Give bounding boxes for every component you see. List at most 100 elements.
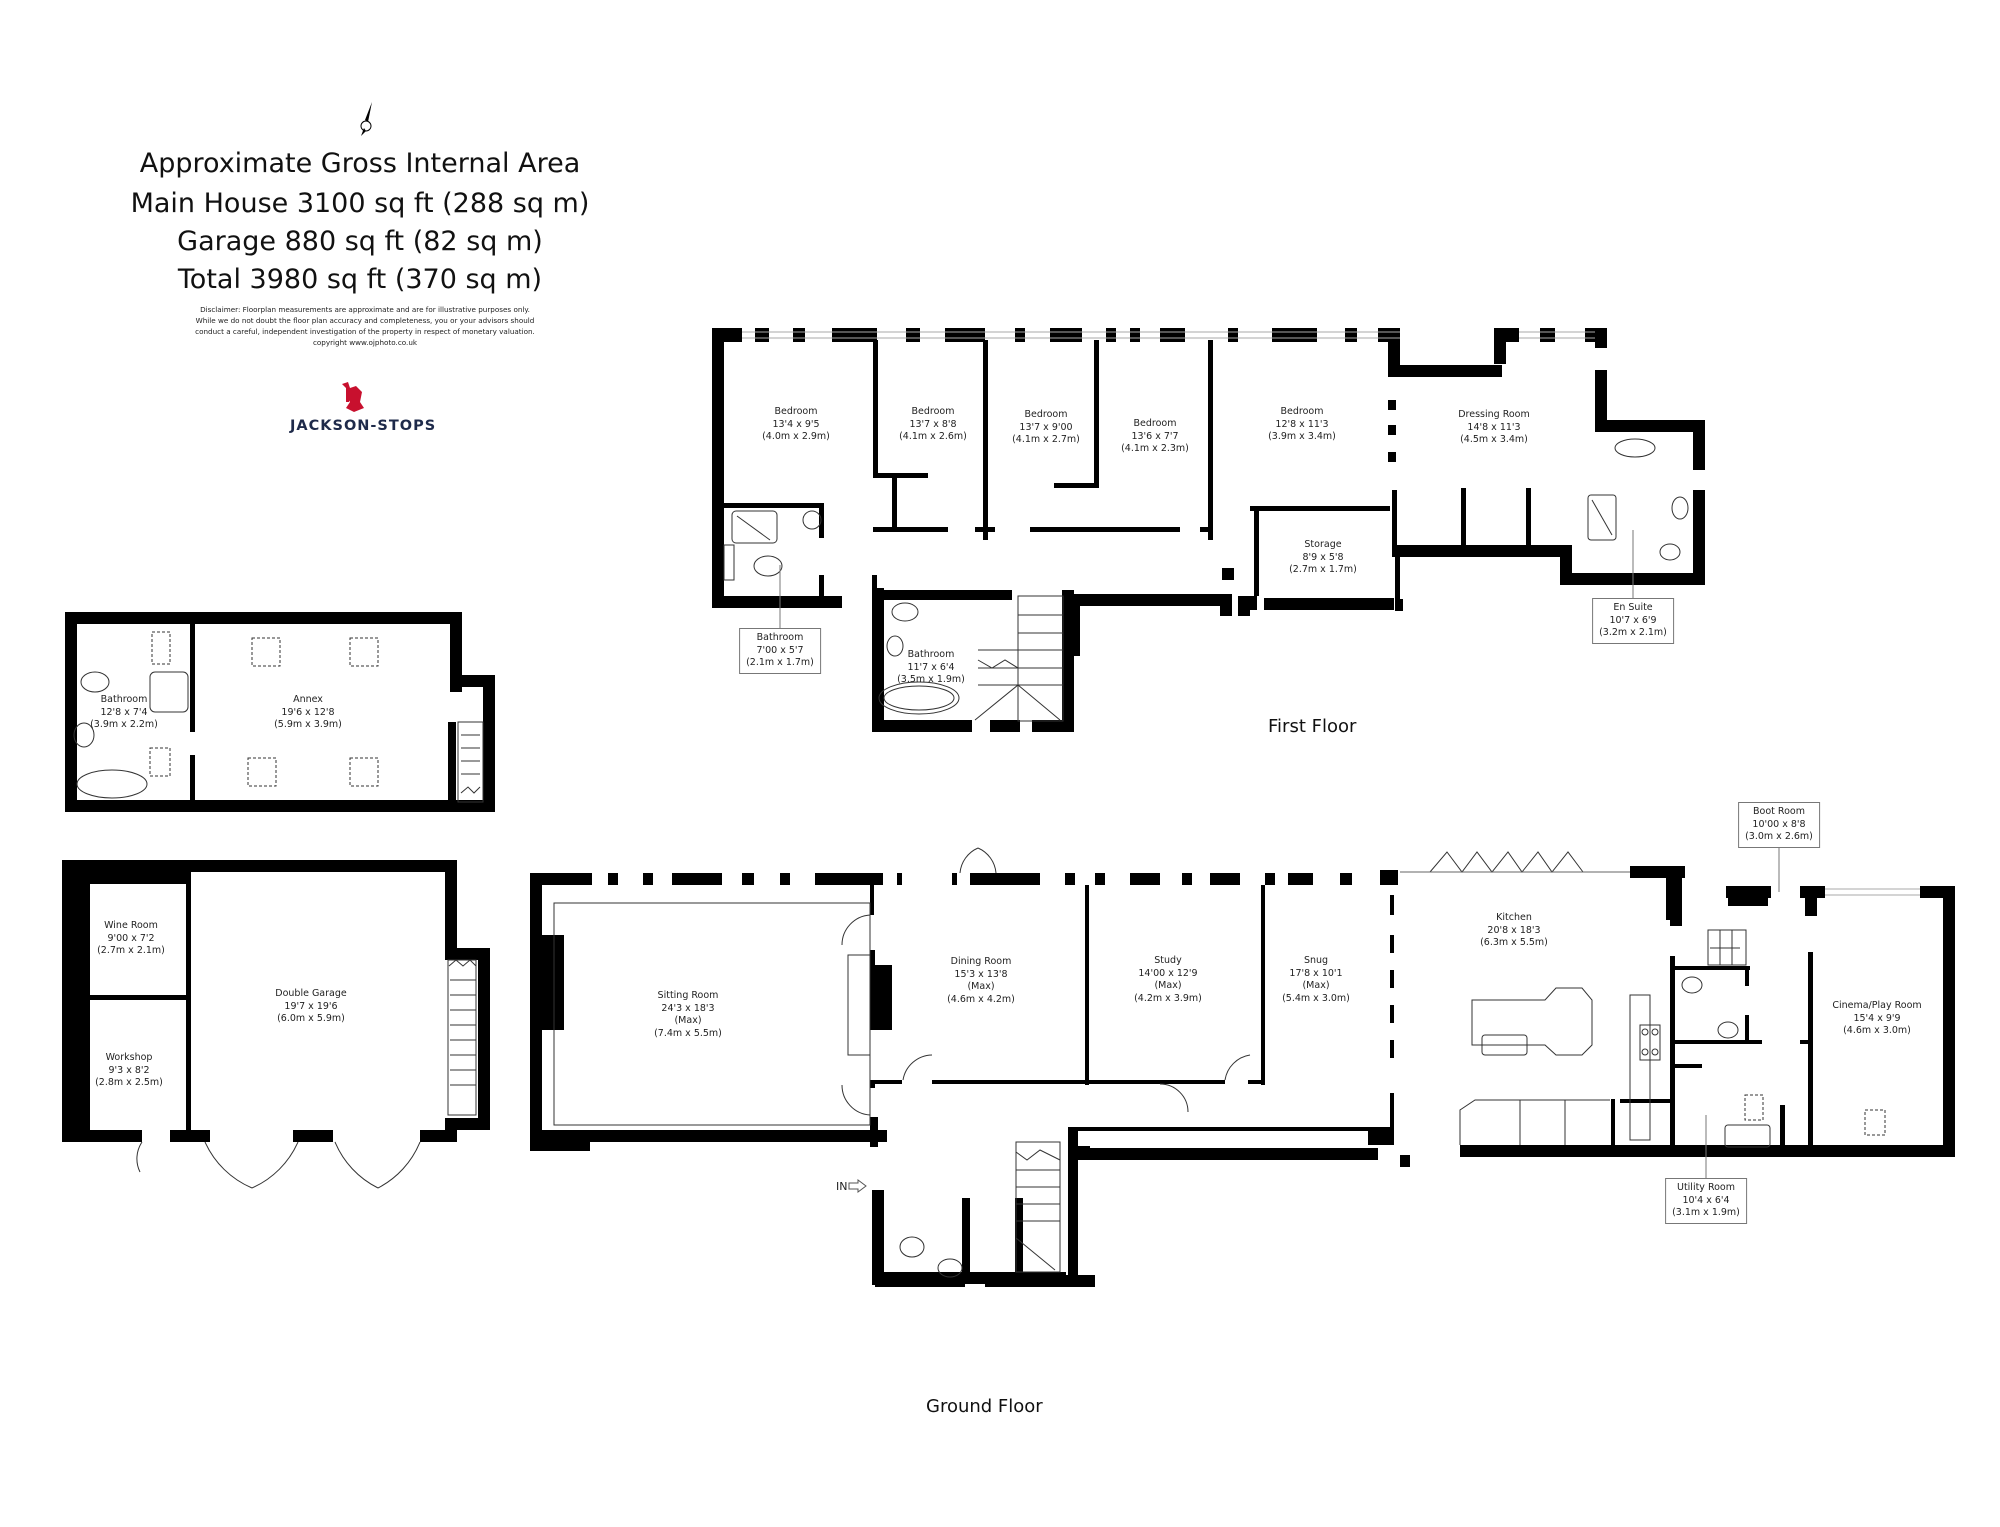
room-label-double-garage: Double Garage 19'7 x 19'6 (6.0m x 5.9m) [275, 988, 346, 1026]
room-dimensions-imperial: 14'8 x 11'3 [1467, 421, 1521, 433]
callout-bathroom: Bathroom 7'00 x 5'7 (2.1m x 1.7m) [739, 628, 821, 674]
room-name: Kitchen [1496, 912, 1532, 923]
room-dimensions-metric: (3.9m x 3.4m) [1268, 431, 1336, 442]
first-floor-title: First Floor [1268, 716, 1357, 737]
room-label-bedroom-3: Bedroom 13'7 x 9'00 (4.1m x 2.7m) [1012, 409, 1080, 447]
room-dimensions-imperial: 13'4 x 9'5 [772, 418, 820, 430]
area-garage: Garage 880 sq ft (82 sq m) [177, 226, 543, 257]
room-name: Sitting Room [657, 990, 719, 1001]
room-dimensions-metric: (4.5m x 3.4m) [1460, 434, 1528, 445]
room-dimensions-metric: (4.1m x 2.7m) [1012, 434, 1080, 445]
room-label-bedroom-2: Bedroom 13'7 x 8'8 (4.1m x 2.6m) [899, 406, 967, 444]
disclaimer-line: conduct a careful, independent investiga… [195, 327, 535, 336]
disclaimer-line: While we do not doubt the floor plan acc… [195, 316, 535, 325]
room-dimensions-imperial: 14'00 x 12'9 [1138, 967, 1198, 979]
room-label-dressing-room: Dressing Room 14'8 x 11'3 (4.5m x 3.4m) [1458, 409, 1530, 447]
room-dimensions-imperial: 10'00 x 8'8 [1752, 818, 1806, 830]
room-name: Bathroom [100, 694, 148, 705]
room-dimensions-imperial: 12'8 x 11'3 [1275, 418, 1329, 430]
room-dimensions-metric: (2.7m x 1.7m) [1289, 564, 1357, 575]
room-dimensions-metric: (2.7m x 2.1m) [97, 945, 165, 956]
room-dimensions-metric: (3.2m x 2.1m) [1599, 627, 1667, 638]
room-dimensions-imperial: 11'7 x 6'4 [907, 661, 955, 673]
room-name: Snug [1303, 955, 1329, 966]
room-name: Utility Room [1676, 1182, 1736, 1193]
room-dimensions-metric: (4.6m x 4.2m) [947, 993, 1015, 1005]
room-dimensions-metric: (6.3m x 5.5m) [1480, 937, 1548, 948]
room-name: Cinema/Play Room [1832, 1000, 1922, 1011]
disclaimer-line: Disclaimer: Floorplan measurements are a… [200, 305, 530, 314]
room-name: Wine Room [104, 920, 158, 931]
room-name: Bedroom [911, 406, 955, 417]
disclaimer: Disclaimer: Floorplan measurements are a… [160, 304, 570, 348]
room-dimensions-imperial: 13'6 x 7'7 [1131, 430, 1179, 442]
copyright-line: copyright www.ojphoto.co.uk [312, 338, 418, 347]
room-dimensions-metric: (4.2m x 3.9m) [1134, 992, 1202, 1004]
room-label-bedroom-5: Bedroom 12'8 x 11'3 (3.9m x 3.4m) [1268, 406, 1336, 444]
room-dimensions-imperial: 15'3 x 13'8 [954, 968, 1008, 980]
room-name: Bedroom [1024, 409, 1068, 420]
room-dimensions-metric: (4.1m x 2.6m) [899, 431, 967, 442]
room-dimensions-metric: (4.1m x 2.3m) [1121, 443, 1189, 454]
room-label-sitting-room: Sitting Room 24'3 x 18'3 (Max) (7.4m x 5… [654, 990, 722, 1040]
room-name: Bedroom [774, 406, 818, 417]
room-label-bathroom-first: Bathroom 11'7 x 6'4 (3.5m x 1.9m) [897, 649, 965, 687]
room-name: Annex [293, 694, 323, 705]
room-label-snug: Snug 17'8 x 10'1 (Max) (5.4m x 3.0m) [1282, 955, 1350, 1005]
callout-utility-room: Utility Room 10'4 x 6'4 (3.1m x 1.9m) [1665, 1178, 1747, 1224]
room-name: Storage [1304, 539, 1342, 550]
area-main-house: Main House 3100 sq ft (288 sq m) [130, 188, 590, 219]
room-label-bedroom-4: Bedroom 13'6 x 7'7 (4.1m x 2.3m) [1121, 418, 1189, 456]
room-name: Dining Room [950, 956, 1012, 967]
room-dimensions-imperial: 17'8 x 10'1 [1289, 967, 1343, 979]
room-label-cinema-play-room: Cinema/Play Room 15'4 x 9'9 (4.6m x 3.0m… [1832, 1000, 1921, 1038]
room-dimensions-metric: (5.9m x 3.9m) [274, 719, 342, 730]
room-note: (Max) [1302, 980, 1330, 991]
jackson-stops-logo [338, 380, 368, 414]
room-dimensions-imperial: 10'4 x 6'4 [1682, 1194, 1730, 1206]
room-dimensions-imperial: 24'3 x 18'3 [661, 1002, 715, 1014]
room-name: Dressing Room [1458, 409, 1530, 420]
room-dimensions-imperial: 13'7 x 8'8 [909, 418, 957, 430]
room-dimensions-imperial: 8'9 x 5'8 [1302, 551, 1344, 563]
room-label-workshop: Workshop 9'3 x 8'2 (2.8m x 2.5m) [95, 1052, 163, 1090]
ground-floor-title: Ground Floor [926, 1396, 1043, 1417]
room-label-kitchen: Kitchen 20'8 x 18'3 (6.3m x 5.5m) [1480, 912, 1548, 950]
room-name: Boot Room [1753, 806, 1805, 817]
north-arrow-icon [360, 102, 372, 136]
room-dimensions-imperial: 15'4 x 9'9 [1853, 1012, 1901, 1024]
fox-logo-icon [342, 382, 364, 412]
room-dimensions-metric: (4.6m x 3.0m) [1843, 1025, 1911, 1036]
area-total: Total 3980 sq ft (370 sq m) [177, 264, 543, 295]
room-name: Workshop [105, 1052, 153, 1063]
room-dimensions-imperial: 7'00 x 5'7 [756, 644, 804, 656]
room-dimensions-imperial: 12'8 x 7'4 [100, 706, 148, 718]
room-label-annex: Annex 19'6 x 12'8 (5.9m x 3.9m) [274, 694, 342, 732]
room-label-annex-bathroom: Bathroom 12'8 x 7'4 (3.9m x 2.2m) [90, 694, 158, 732]
room-name: Double Garage [275, 988, 347, 999]
room-dimensions-metric: (3.5m x 1.9m) [897, 674, 965, 685]
room-dimensions-imperial: 19'7 x 19'6 [284, 1000, 338, 1012]
room-label-study: Study 14'00 x 12'9 (Max) (4.2m x 3.9m) [1134, 955, 1202, 1005]
room-dimensions-metric: (4.0m x 2.9m) [762, 431, 830, 442]
room-name: En Suite [1613, 602, 1653, 613]
room-name: Bedroom [1133, 418, 1177, 429]
room-dimensions-metric: (3.9m x 2.2m) [90, 719, 158, 730]
room-name: Bathroom [756, 632, 804, 643]
room-dimensions-imperial: 19'6 x 12'8 [281, 706, 335, 718]
room-label-dining-room: Dining Room 15'3 x 13'8 (Max) (4.6m x 4.… [947, 956, 1015, 1006]
room-dimensions-metric: (2.1m x 1.7m) [746, 657, 814, 668]
room-dimensions-metric: (2.8m x 2.5m) [95, 1077, 163, 1088]
room-dimensions-metric: (5.4m x 3.0m) [1282, 992, 1350, 1004]
area-title: Approximate Gross Internal Area [139, 148, 581, 179]
room-dimensions-metric: (3.1m x 1.9m) [1672, 1207, 1740, 1218]
callout-en-suite: En Suite 10'7 x 6'9 (3.2m x 2.1m) [1592, 598, 1674, 644]
room-dimensions-metric: (7.4m x 5.5m) [654, 1027, 722, 1039]
room-dimensions-imperial: 20'8 x 18'3 [1487, 924, 1541, 936]
room-note: (Max) [967, 981, 995, 992]
entrance-label: IN [836, 1180, 848, 1193]
logo-text: JACKSON-STOPS [290, 418, 437, 434]
room-dimensions-metric: (6.0m x 5.9m) [277, 1013, 345, 1024]
room-name: Bathroom [907, 649, 955, 660]
room-dimensions-metric: (3.0m x 2.6m) [1745, 831, 1813, 842]
